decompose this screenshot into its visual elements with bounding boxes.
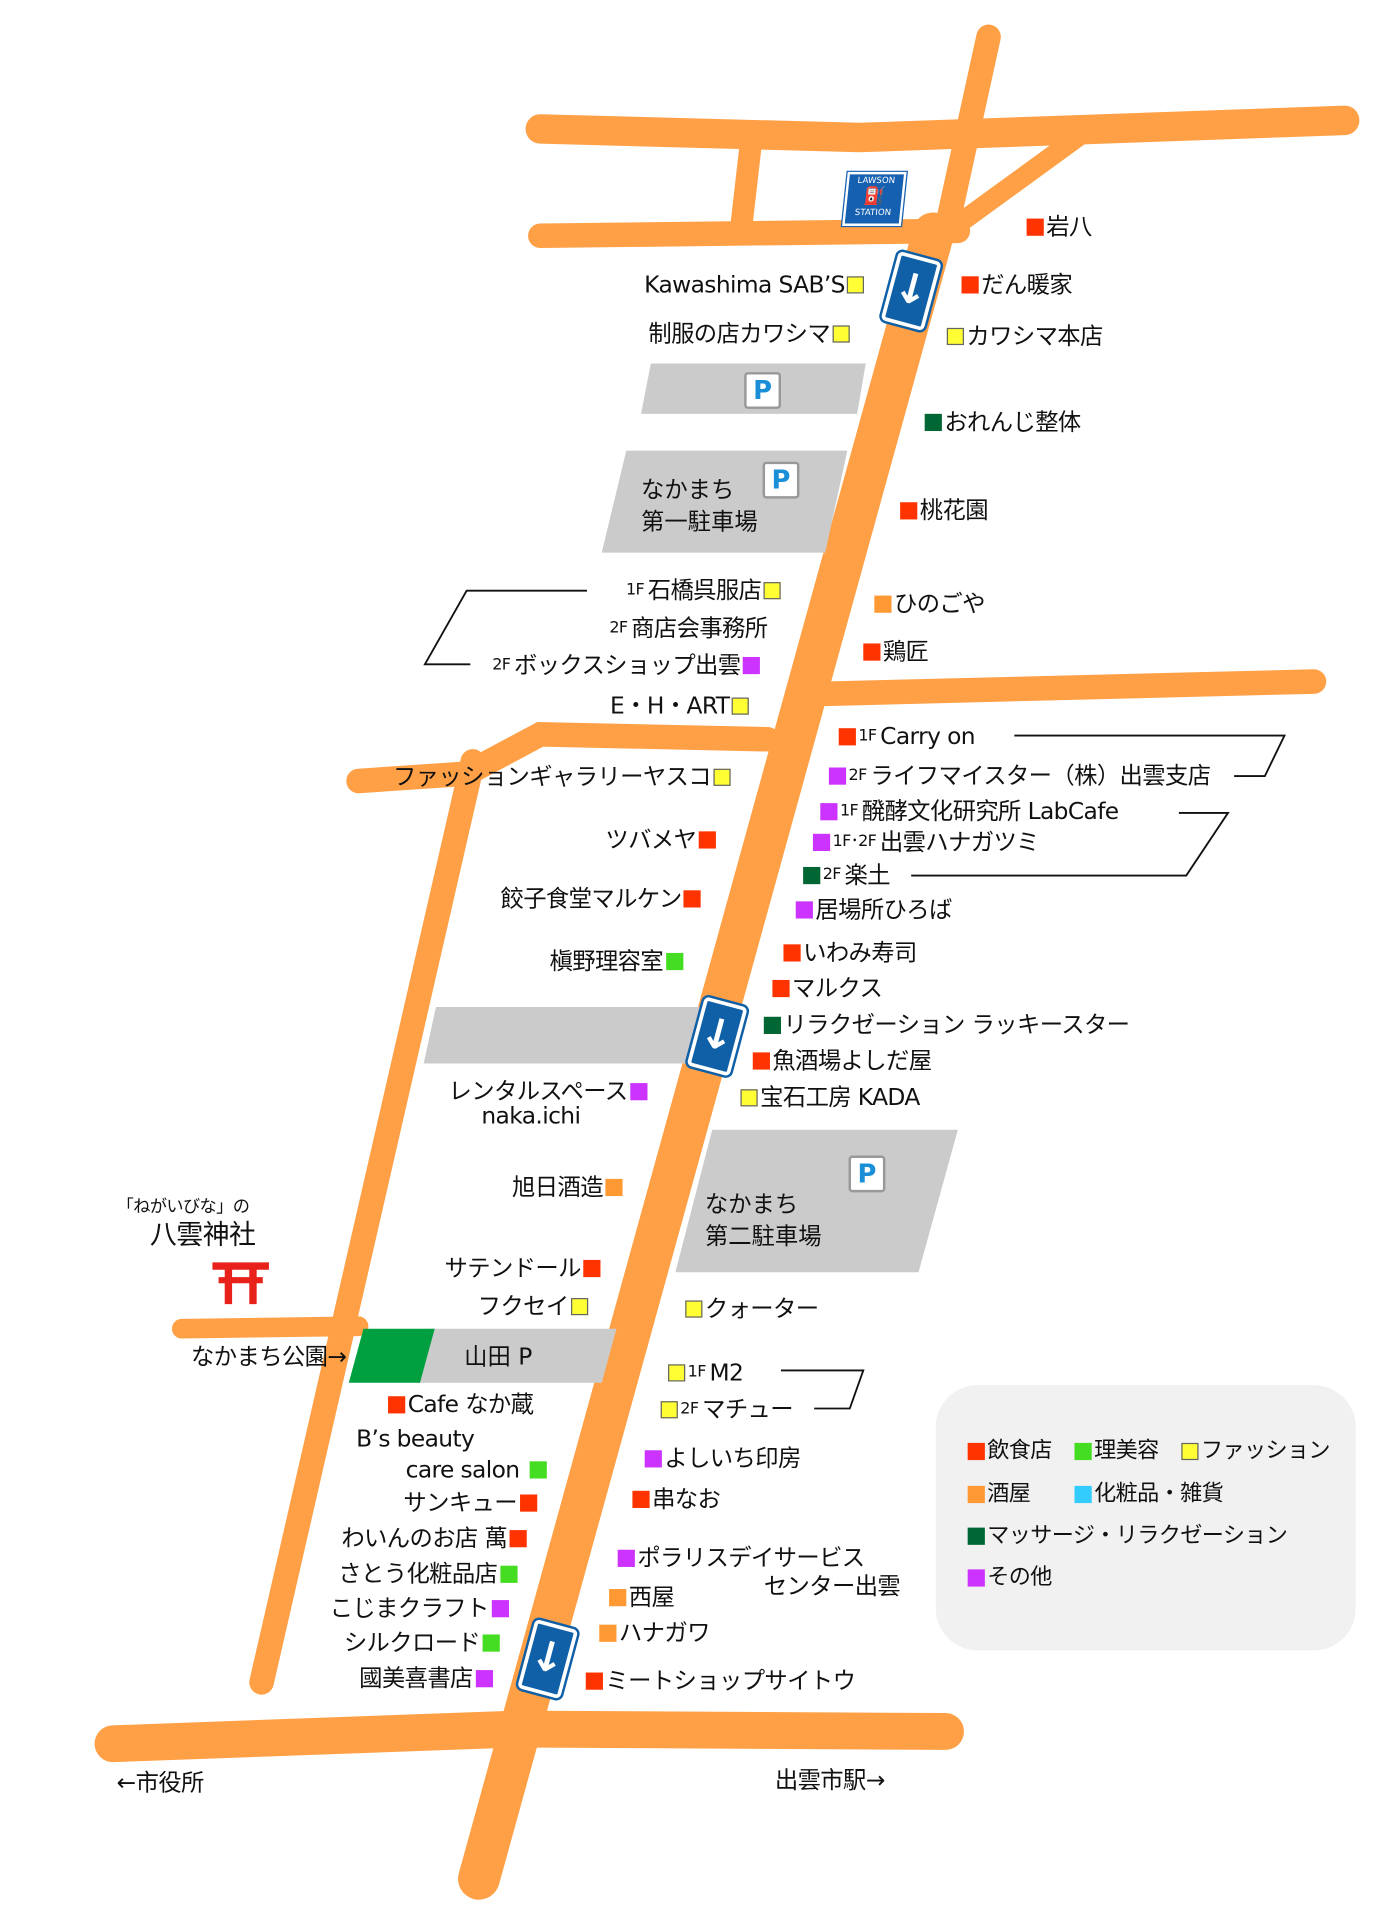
road-west-vertical — [249, 749, 486, 1695]
to-city-hall[interactable]: ←市役所 — [116, 1769, 205, 1797]
shop-rental-space[interactable]: レンタルスペース — [449, 1078, 650, 1105]
shop-satin-doll[interactable]: サテンドール — [445, 1255, 603, 1282]
shop-torisho[interactable]: 鶏匠 — [861, 639, 929, 666]
shop-makino-riyoshitsu[interactable]: 槇野理容室 — [550, 948, 686, 975]
shop-eh-art[interactable]: E・H・ART — [610, 693, 751, 720]
shop-iwahachi[interactable]: 岩八 — [1024, 214, 1092, 241]
shop-hinogoya[interactable]: ひのごや — [872, 591, 985, 618]
to-izumoshi-station[interactable]: 出雲市駅→ — [774, 1767, 885, 1795]
shop-fukusei[interactable]: フクセイ — [478, 1293, 591, 1320]
shop-tsubameya[interactable]: ツバメヤ — [605, 826, 718, 853]
shop-kawashima-honten[interactable]: カワシマ本店 — [944, 323, 1103, 350]
road-bottom — [94, 1710, 964, 1763]
legend-fashion: ファッション — [1179, 1438, 1331, 1465]
legend-barber-beauty: 理美容 — [1072, 1438, 1159, 1465]
parking-icon: P — [762, 461, 800, 499]
legend-liquor: 酒屋 — [965, 1481, 1031, 1508]
legend-massage: マッサージ・リラクゼーション — [965, 1523, 1288, 1550]
legend-cosmetics: 化粧品・雑貨 — [1072, 1481, 1224, 1508]
shop-polaris-line2[interactable]: センター出雲 — [763, 1573, 901, 1601]
shop-marukusu[interactable]: マルクス — [770, 975, 883, 1002]
shop-ibasho-hiroba[interactable]: 居場所ひろば — [793, 896, 952, 923]
shop-kada[interactable]: 宝石工房 KADA — [738, 1084, 920, 1111]
shop-quarter[interactable]: クォーター — [683, 1296, 819, 1323]
road-east — [812, 669, 1327, 707]
legend-restaurant: 飲食店 — [965, 1438, 1052, 1465]
shop-silk-road[interactable]: シルクロード — [344, 1630, 502, 1657]
road-lawson-right — [935, 125, 1091, 244]
shop-wine-yorozu[interactable]: わいんのお店 萬 — [341, 1525, 529, 1552]
shop-bs-beauty[interactable]: B’s beauty — [356, 1425, 475, 1453]
lawson-station-logo: LAWSON⛽STATION — [840, 170, 908, 228]
shop-yasuko[interactable]: ファッションギャラリーヤスコ — [393, 764, 733, 791]
parking-lot-2-label: なかまち第二駐車場 — [704, 1191, 822, 1251]
shop-iwami-zushi[interactable]: いわみ寿司 — [781, 939, 917, 966]
shop-meat-saito[interactable]: ミートショップサイトウ — [583, 1668, 856, 1695]
road-park — [171, 1316, 369, 1339]
legend: 飲食店 理美容 ファッション 酒屋 化粧品・雑貨 マッサージ・リラクゼーション … — [935, 1385, 1356, 1651]
nakamachi-park — [348, 1328, 435, 1383]
shop-kojima-craft[interactable]: こじまクラフト — [330, 1595, 511, 1622]
shop-bs-beauty-line2[interactable]: care salon — [406, 1456, 549, 1483]
parking-band — [423, 1006, 725, 1064]
parking-icon: P — [744, 372, 782, 409]
shop-cafe-nakagura[interactable]: Cafe なか蔵 — [386, 1391, 534, 1418]
parking-lot-1-label: なかまち第一駐車場 — [641, 476, 758, 536]
shop-kunimiki-shoten[interactable]: 國美喜書店 — [359, 1665, 495, 1692]
shop-hanagawa[interactable]: ハナガワ — [597, 1620, 710, 1647]
shop-kyokujitsu-shuzo[interactable]: 旭日酒造 — [512, 1174, 625, 1201]
road-west — [346, 721, 780, 794]
shop-kushinao[interactable]: 串なお — [630, 1486, 721, 1513]
shop-thank-you[interactable]: サンキュー — [403, 1490, 539, 1517]
road-north — [933, 24, 1001, 246]
parking-lot-2 — [675, 1129, 958, 1273]
shop-yoshiichi-inbo[interactable]: よしいち印房 — [642, 1445, 801, 1472]
shop-sato-cosmetics[interactable]: さとう化粧品店 — [338, 1561, 519, 1588]
shop-seifuku-kawashima[interactable]: 制服の店カワシマ — [648, 321, 852, 348]
shop-tokaen[interactable]: 桃花園 — [898, 497, 989, 524]
shop-yoshidaya[interactable]: 魚酒場よしだ屋 — [750, 1047, 932, 1075]
road-top — [525, 105, 1360, 153]
parking-icon: P — [848, 1155, 886, 1193]
shop-nishiya[interactable]: 西屋 — [607, 1584, 675, 1611]
shop-rental-space-line2[interactable]: naka.ichi — [481, 1102, 581, 1130]
road-lawson-left — [729, 126, 763, 245]
shop-maruken[interactable]: 餃子食堂マルケン — [500, 885, 703, 912]
yamada-parking — [415, 1328, 617, 1383]
shop-danbanya[interactable]: だん暖家 — [959, 271, 1073, 298]
yakumo-shrine[interactable]: 八雲神社 — [149, 1220, 256, 1252]
shop-orenji-seitai[interactable]: おれんじ整体 — [922, 409, 1081, 436]
yamada-parking-label: 山田 P — [464, 1343, 533, 1371]
shop-kawashima-sabs[interactable]: Kawashima SAB’S — [644, 271, 867, 298]
shrine-subtitle: 「ねがいびな」の — [116, 1197, 250, 1217]
legend-other: その他 — [965, 1564, 1052, 1591]
torii-icon — [212, 1262, 269, 1305]
shop-polaris[interactable]: ポラリスデイサービス — [615, 1545, 865, 1572]
shop-lucky-star[interactable]: リラクゼーション ラッキースター — [761, 1012, 1130, 1039]
nakamachi-park-label[interactable]: なかまち公園→ — [191, 1343, 347, 1371]
